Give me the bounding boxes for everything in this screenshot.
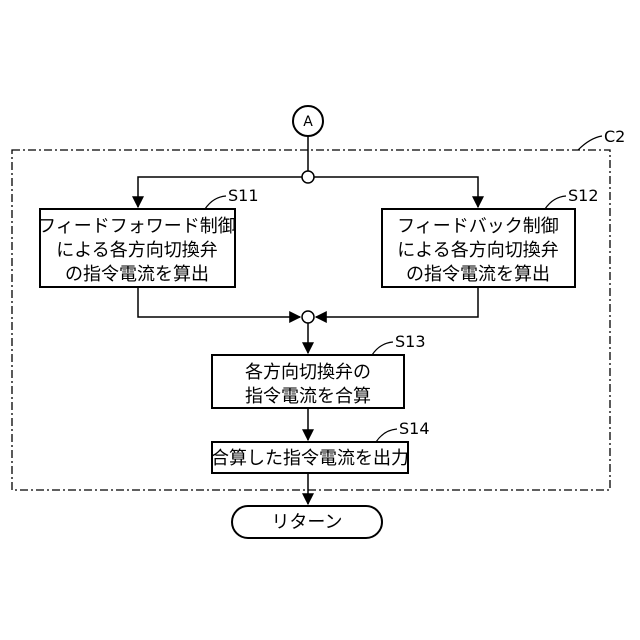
step-s11-leader [205,196,226,209]
step-s12-leader [545,196,566,209]
step-s14-leader [376,429,397,442]
split-junction [302,171,314,183]
step-s11-line-2: による各方向切換弁 [56,240,217,261]
step-s12-line-2: による各方向切換弁 [397,240,558,261]
flow-line-s12-merge [316,287,478,317]
region-c2-label: C2 [604,127,625,146]
region-c2-leader [578,136,602,150]
step-s12-id: S12 [568,186,599,205]
merge-junction [302,311,314,323]
step-s11-line-1: フィードフォワード制御 [38,216,236,237]
flow-line-to-s11 [138,177,302,207]
step-s14-line-1: 合算した指令電流を出力 [211,448,409,469]
step-s11-id: S11 [228,186,259,205]
step-s13-leader [372,342,393,355]
step-s13-id: S13 [395,332,426,351]
flow-line-to-s12 [314,177,478,207]
step-s12-line-3: の指令電流を算出 [406,264,550,285]
connector-a-label: A [303,114,313,130]
step-s12-line-1: フィードバック制御 [397,216,559,237]
step-s14-id: S14 [399,419,430,438]
flow-line-s11-merge [138,287,300,317]
step-s13-line-1: 各方向切換弁の [245,362,371,383]
terminal-return-label: リターン [271,512,342,533]
step-s11-line-3: の指令電流を算出 [65,264,209,285]
step-s13-line-2: 指令電流を合算 [245,386,371,407]
